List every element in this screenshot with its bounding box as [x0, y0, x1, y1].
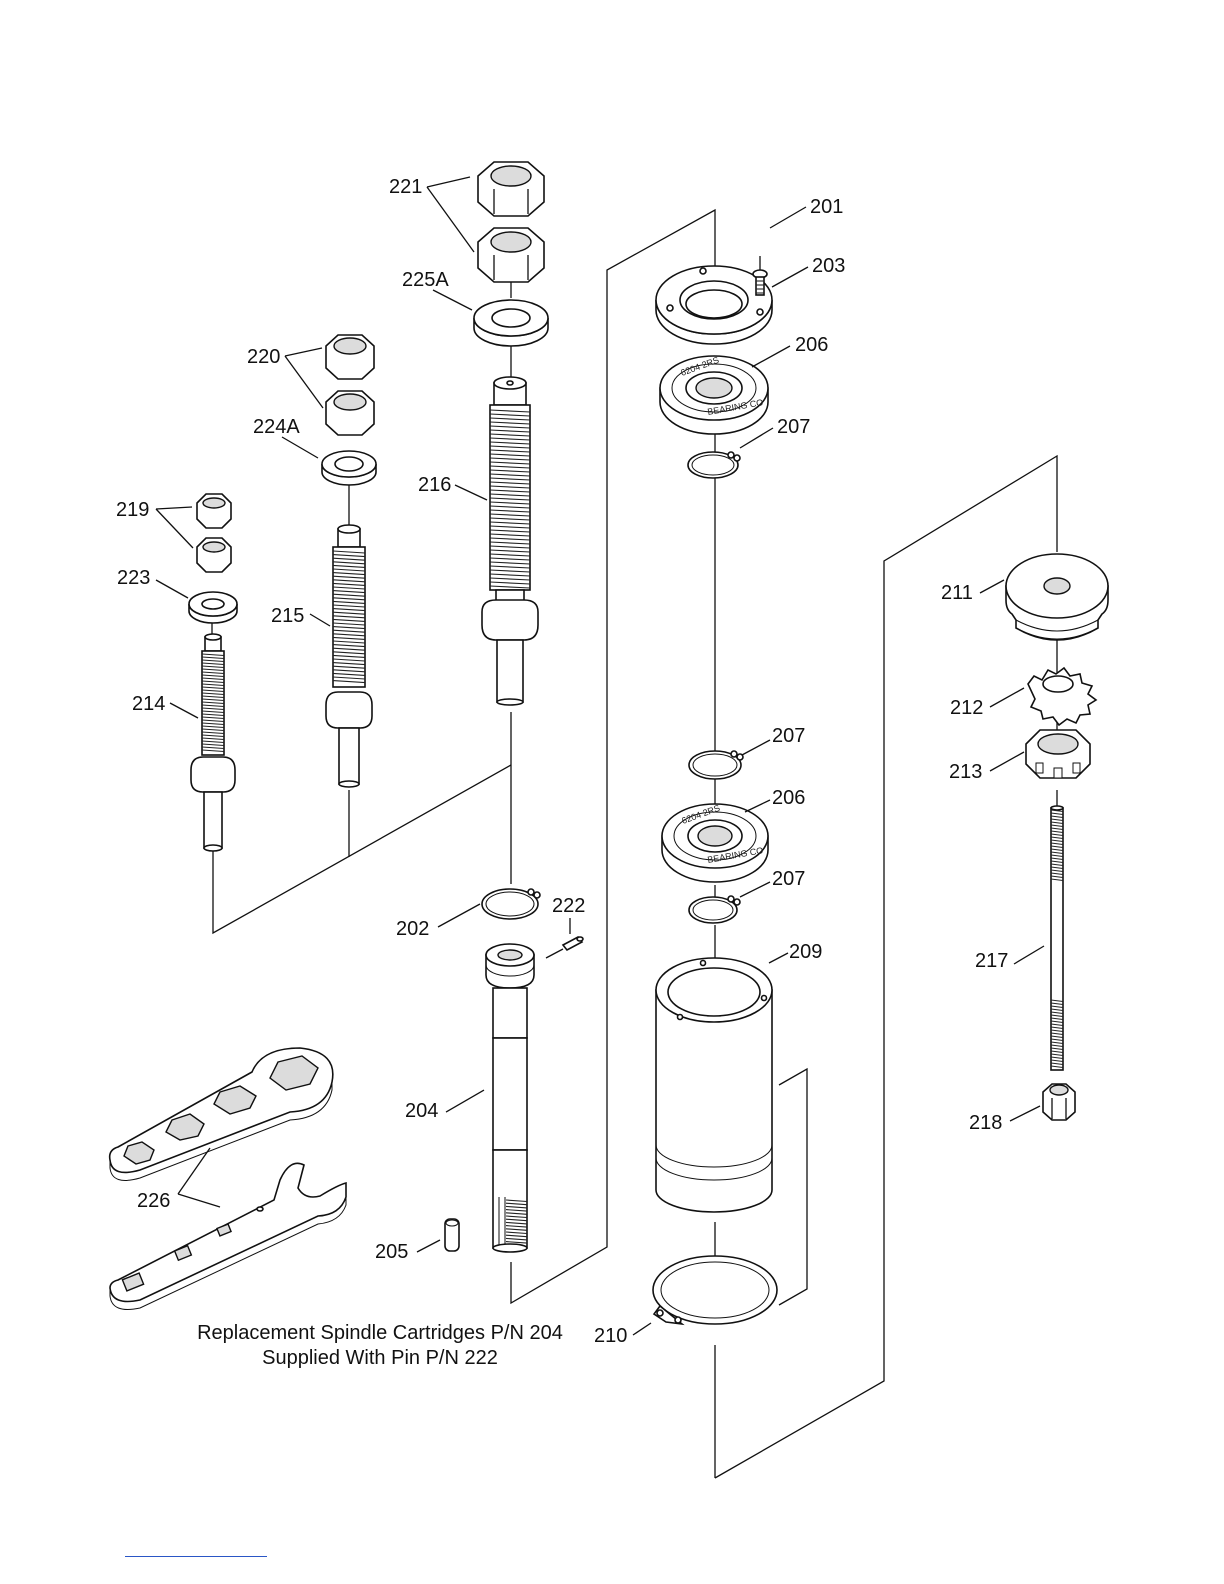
- replacement-note: Replacement Spindle Cartridges P/N 204 S…: [160, 1322, 600, 1370]
- part-206-bearing-upper: 6204 2RS BEARING CO: [660, 355, 768, 434]
- part-217-threaded-rod: [1051, 806, 1063, 1070]
- callout-202: 202: [396, 918, 429, 940]
- callout-206-lower: 206: [772, 787, 805, 809]
- part-219-nuts: [197, 494, 231, 572]
- callout-204: 204: [405, 1100, 438, 1122]
- callout-224A: 224A: [253, 416, 300, 438]
- part-224A-washer: [322, 451, 376, 485]
- callout-labels: 201 203 206 207 221 225A 220 224A 216 21…: [116, 176, 1008, 1347]
- note-line-2: Supplied With Pin P/N 222: [160, 1347, 600, 1370]
- callout-216: 216: [418, 474, 451, 496]
- callout-218: 218: [969, 1112, 1002, 1134]
- part-207-snap-ring-lower: [689, 896, 740, 923]
- callout-214: 214: [132, 693, 165, 715]
- callout-207-middle: 207: [772, 725, 805, 747]
- part-201-flange: [656, 266, 772, 344]
- part-218-nut: [1043, 1084, 1075, 1120]
- callout-207-upper: 207: [777, 416, 810, 438]
- callout-220: 220: [247, 346, 280, 368]
- part-206-bearing-lower: 6204 2RS BEARING CO: [662, 803, 768, 882]
- callout-201: 201: [810, 196, 843, 218]
- part-215-spindle: [326, 525, 372, 787]
- callout-203: 203: [812, 255, 845, 277]
- leader-lines: [156, 177, 1044, 1335]
- part-222-pin: [546, 937, 583, 958]
- part-209-housing: [656, 958, 772, 1212]
- part-211-cap: [1006, 554, 1108, 640]
- footer-link-underline: [125, 1556, 267, 1557]
- callout-222: 222: [552, 895, 585, 917]
- callout-226: 226: [137, 1190, 170, 1212]
- part-214-spindle: [191, 634, 235, 851]
- part-212-lock-washer: [1028, 668, 1096, 725]
- callout-213: 213: [949, 761, 982, 783]
- part-226-wrenches: [110, 1048, 346, 1310]
- callout-223: 223: [117, 567, 150, 589]
- part-210-retaining-ring: [653, 1256, 777, 1324]
- callout-215: 215: [271, 605, 304, 627]
- part-213-slotted-nut: [1026, 730, 1090, 778]
- callout-212: 212: [950, 697, 983, 719]
- part-202-snap-ring: [482, 889, 540, 919]
- callout-221: 221: [389, 176, 422, 198]
- part-207-snap-ring-middle: [689, 751, 743, 779]
- part-220-nuts: [326, 335, 374, 435]
- callout-217: 217: [975, 950, 1008, 972]
- callout-225A: 225A: [402, 269, 449, 291]
- note-line-1: Replacement Spindle Cartridges P/N 204: [160, 1322, 600, 1345]
- callout-206-upper: 206: [795, 334, 828, 356]
- part-205-key: [445, 1219, 459, 1251]
- callout-219: 219: [116, 499, 149, 521]
- part-225A-washer: [474, 300, 548, 346]
- part-223-washer: [189, 592, 237, 623]
- part-221-nuts: [478, 162, 544, 282]
- callout-205: 205: [375, 1241, 408, 1263]
- callout-207-lower: 207: [772, 868, 805, 890]
- part-216-spindle: [482, 377, 538, 705]
- callout-209: 209: [789, 941, 822, 963]
- part-207-snap-ring-upper: [688, 452, 740, 478]
- part-204-spindle-cartridge: [486, 944, 534, 1252]
- callout-211: 211: [941, 582, 973, 604]
